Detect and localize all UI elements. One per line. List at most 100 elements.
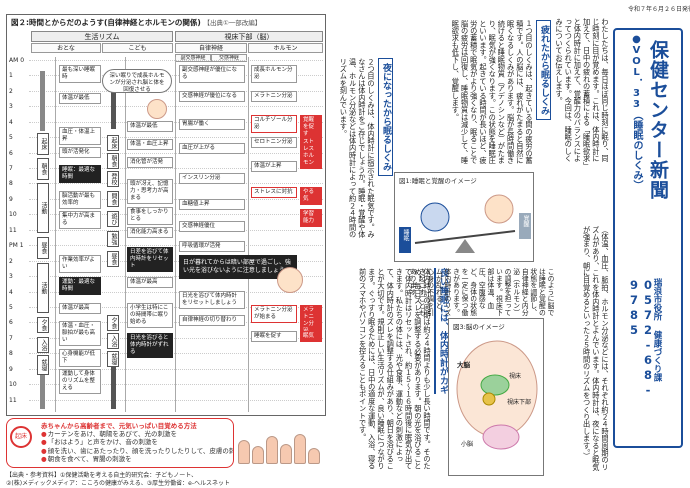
adult-act-dinner: 夕食	[37, 317, 49, 333]
adult-act-work-pm: 活動	[37, 263, 49, 313]
sec1-text: １つ目のしくみは、起きている間の疲労の蓄積です。人の脳には、疲れがたまると自然に…	[451, 20, 534, 164]
masthead-tel: 0572-68-9785	[627, 278, 655, 398]
child-act-dinner: 夕食	[107, 315, 119, 331]
hormone-red-4: メラトニン分泌	[300, 305, 322, 337]
adult-note-8: 体温・血圧・脈拍が最も高い	[59, 321, 101, 346]
child-sleep-bar-night	[111, 355, 116, 409]
child-act-play: 遊び	[107, 211, 119, 227]
time-tick: 3	[9, 273, 13, 281]
family-illustration	[238, 428, 324, 464]
adult-note-10: 運動して身体のリズムを整える	[59, 369, 101, 394]
child-act-wake: 起床	[107, 135, 119, 151]
person-illustration	[238, 440, 250, 464]
child-note-1: 体温・血圧上昇	[127, 139, 173, 150]
adult-act-bed: 就寝	[37, 355, 49, 375]
time-tick: 11	[9, 226, 17, 234]
header-hormone: ホルモン	[248, 43, 323, 53]
hormone-note-7: 睡眠を促す	[251, 331, 297, 342]
time-gridline	[29, 152, 323, 154]
person-illustration	[266, 436, 278, 464]
adult-act-lunch: 昼食	[37, 237, 49, 259]
time-gridline	[29, 229, 323, 231]
brain-label-thalamus: 視床	[509, 373, 522, 380]
time-gridline	[29, 306, 323, 308]
hormone-note-2: コルチゾール分泌	[251, 115, 297, 133]
evening-light-warning: 日が暮れてからは暗い部屋で過ごし、強い光を浴びないように注意しましょう	[179, 255, 297, 279]
time-gridline	[29, 198, 323, 200]
brain-illustration	[456, 340, 538, 450]
time-gridline	[29, 276, 323, 278]
time-tick: 3	[9, 103, 13, 111]
time-tick: 7	[9, 165, 13, 173]
auto-note-6: 交感神経優位	[179, 221, 245, 232]
time-gridline	[29, 322, 323, 324]
adult-note-5: 集中力が高まる	[59, 211, 101, 229]
adult-act-bath: 入浴	[37, 337, 49, 353]
adult-sleep-bar-night	[40, 363, 45, 409]
person-illustration	[252, 446, 264, 464]
sources-line-2: ②(株)メディックメディア：こころの健康がみえる、③厚生労働省：e-ヘルスネット	[6, 479, 231, 487]
time-gridline	[29, 60, 323, 61]
intro-paragraph-2: （体温、血圧、脈拍、ホルモン分泌などには、それぞれ約２４時間周期のリズムがあり、…	[582, 226, 610, 471]
figure-2-title: 図２:時間とからだのようす(自律神経とホルモンの関係) 【出典①一部改編】	[11, 17, 261, 28]
sec3-heading: 良い睡眠には、体内時計がカギ	[434, 268, 448, 394]
hormone-red-5: 眠気	[300, 331, 322, 342]
time-tick: 5	[9, 134, 13, 142]
time-tick: 9	[9, 195, 13, 203]
hormone-note-5: ストレスに対抗	[251, 187, 297, 198]
time-tick: 2	[9, 87, 13, 95]
header-adult: おとな	[31, 43, 101, 53]
time-tick: 10	[9, 381, 17, 389]
figure-3-caption: 図3:脳のイメージ	[453, 323, 505, 331]
adult-act-wake: 起床	[37, 133, 49, 155]
child-dark-0: 日差を浴びて体内時計をリセット	[127, 247, 173, 272]
adult-note-4: 脳活動が最も効率的	[59, 191, 101, 209]
adult-note-2: 血圧・体温上昇	[59, 127, 101, 145]
child-act-study: 勉強	[107, 231, 119, 247]
brain-label-cerebellum: 小脳	[461, 441, 474, 448]
wakeup-tips-box: 赤ちゃんから高齢者まで、元気いっぱい目覚める方法 カーテンをあけ、朝陽をあびて、…	[6, 418, 234, 468]
wakeup-tip-1: カーテンをあけ、朝陽をあびて、光の刺激を	[41, 430, 229, 438]
auto-note-1: 交感神経が優位になる	[179, 91, 245, 102]
child-note-3: 頭が冴え、記憶力・思考力が高まる	[127, 179, 173, 204]
masthead-vol: ●VOL．33（睡眠のしくみ）	[631, 34, 642, 190]
time-tick: 10	[9, 211, 17, 219]
time-tick: 4	[9, 118, 13, 126]
auto-note-8: 自律神経の切り替わり	[179, 315, 245, 326]
adult-note-3: 頭が活発化	[59, 147, 101, 158]
child-note-4: 食事をしっかりとる	[127, 207, 173, 225]
time-tick: 6	[9, 319, 13, 327]
figure-2-title-text: 図２:時間とからだのようす(自律神経とホルモンの関係)	[11, 18, 201, 27]
time-gridline	[29, 214, 323, 216]
brain-label-hypothalamus: 視床下部	[507, 399, 532, 406]
child-act-bath: 入浴	[107, 333, 119, 349]
child-note-0: 体温が最低	[127, 121, 173, 132]
time-gridline	[29, 245, 323, 247]
hormone-note-3: セロトニン分泌	[251, 137, 297, 148]
time-tick: 1	[9, 72, 13, 80]
person-illustration	[280, 444, 292, 464]
time-gridline	[29, 260, 323, 262]
child-illustration	[277, 267, 303, 293]
time-gridline	[29, 291, 323, 293]
brain-label-cerebrum: 大脳	[457, 361, 470, 369]
person-illustration	[308, 448, 320, 464]
sec3-text: 体内時計の周期は約２４時間よりも少し長い時間です。そのため、毎日ズレを調整する必…	[358, 268, 432, 470]
intro-text-2: 今回は、睡眠のしくみについてお伝えします。	[554, 18, 574, 163]
auto-note-0: 副交感神経が優位になる	[179, 65, 245, 83]
time-tick: 11	[9, 396, 17, 404]
time-tick: PM 1	[9, 242, 24, 250]
auto-note-7: 呼吸循環が活発	[179, 241, 245, 252]
auto-note-5: 血糖値上昇	[179, 199, 245, 210]
child-act-snack: 問食	[107, 191, 119, 207]
wakeup-tip-3: 顔を洗い、歯にあたったり、顔を洗ったりしたりして、皮膚の刺激を	[41, 447, 233, 455]
adult-act-breakfast: 朝食	[37, 158, 49, 180]
child-dark-1: 日光を浴びると体内時計がずれる	[127, 333, 173, 358]
time-gridline	[29, 399, 323, 401]
hormone-note-4: 体温が上昇	[251, 161, 297, 172]
alarm-clock-icon: 起床	[10, 426, 32, 448]
hormone-note-0: 成長ホルモン分泌	[251, 65, 297, 83]
time-tick: 8	[9, 180, 13, 188]
auto-note-4: インスリン分泌	[179, 173, 245, 184]
sources-line-1: 【出典・参考資料】①保健活動を考える自主的研究会：子どもノート、	[6, 472, 198, 479]
